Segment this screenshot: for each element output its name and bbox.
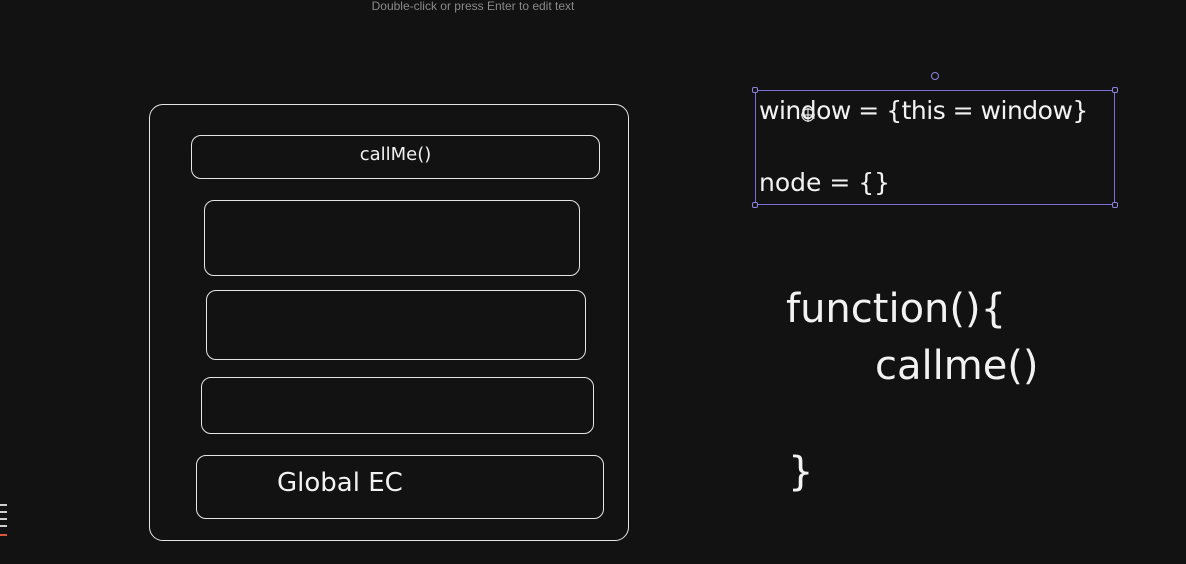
stack-frame-empty-1[interactable] (204, 200, 580, 276)
code-line-function: function(){ (786, 286, 1007, 332)
stack-frame-empty-2[interactable] (206, 290, 586, 360)
code-line-callme: callme() (875, 343, 1039, 389)
note-line-window: window = {this = window} (759, 96, 1088, 125)
stack-frame-callme[interactable]: callMe() (191, 135, 600, 179)
call-stack-container[interactable] (149, 104, 629, 541)
rotate-handle[interactable] (931, 72, 939, 80)
resize-handle-bottom-left[interactable] (752, 202, 758, 208)
resize-handle-bottom-right[interactable] (1112, 202, 1118, 208)
selected-text-element[interactable] (755, 90, 1115, 205)
edit-hint: Double-click or press Enter to edit text (371, 0, 575, 13)
stack-frame-global-ec-label: Global EC (277, 468, 403, 498)
move-cursor-icon (801, 108, 815, 122)
stack-frame-empty-3[interactable] (201, 377, 594, 434)
code-line-closing-brace: } (788, 449, 814, 495)
stack-frame-global-ec[interactable]: Global EC (196, 455, 604, 519)
resize-handle-top-right[interactable] (1112, 87, 1118, 93)
toolbar-edge-marks (0, 504, 7, 536)
note-line-node: node = {} (759, 168, 891, 197)
stack-frame-callme-label: callMe() (359, 144, 432, 165)
resize-handle-top-left[interactable] (752, 87, 758, 93)
